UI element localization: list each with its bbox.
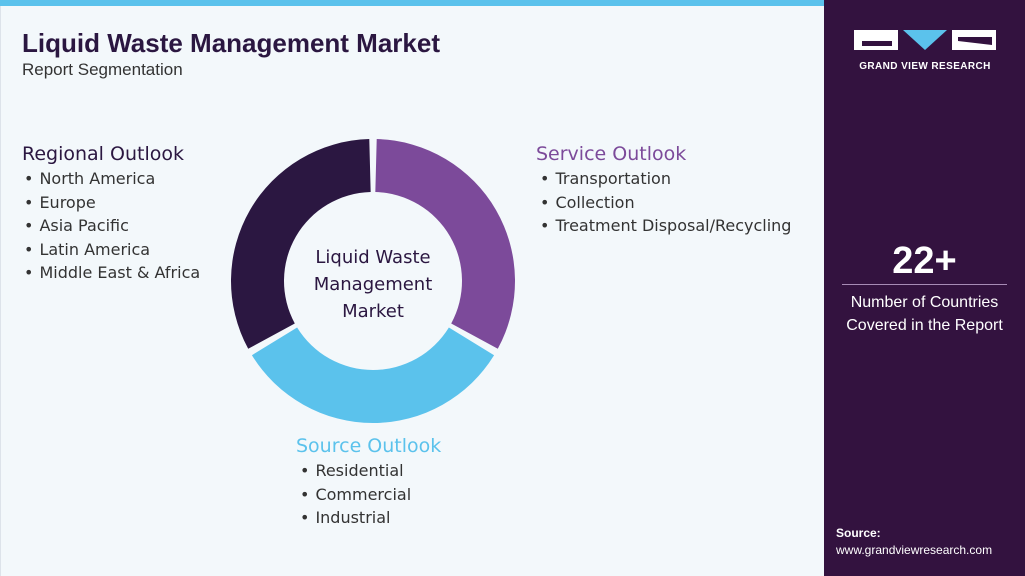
stat-label-line: Covered in the Report xyxy=(846,317,1003,334)
source-outlook-list: Residential Commercial Industrial xyxy=(300,459,411,530)
stat-label-line: Number of Countries xyxy=(850,294,999,311)
center-label-line: Management xyxy=(313,274,433,295)
stat-label: Number of Countries Covered in the Repor… xyxy=(824,291,1025,337)
donut-center-label: Liquid Waste Management Market xyxy=(283,244,463,325)
stat-value: 22+ xyxy=(892,240,957,282)
list-item: Asia Pacific xyxy=(24,214,200,238)
list-item: Collection xyxy=(540,191,791,215)
service-outlook-list: Transportation Collection Treatment Disp… xyxy=(540,167,791,238)
page-title: Liquid Waste Management Market xyxy=(22,28,440,58)
source-label: Source: xyxy=(836,526,881,540)
regional-outlook-list: North America Europe Asia Pacific Latin … xyxy=(24,167,200,285)
regional-outlook-title: Regional Outlook xyxy=(22,143,184,165)
list-item: Latin America xyxy=(24,238,200,262)
grand-view-research-logo xyxy=(854,28,996,52)
sidebar: GRAND VIEW RESEARCH 22+ Number of Countr… xyxy=(824,0,1025,576)
list-item: Commercial xyxy=(300,483,411,507)
page-subtitle: Report Segmentation xyxy=(22,60,183,79)
list-item: North America xyxy=(24,167,200,191)
logo-mark-icon xyxy=(854,30,996,50)
donut-segment-source xyxy=(251,327,495,423)
list-item: Residential xyxy=(300,459,411,483)
service-outlook-title: Service Outlook xyxy=(536,143,687,165)
stat-divider xyxy=(842,284,1007,285)
source-outlook-title: Source Outlook xyxy=(296,435,442,457)
donut-segment-regional xyxy=(231,139,371,349)
top-accent-bar xyxy=(0,0,824,6)
donut-segment-service xyxy=(375,139,515,349)
list-item: Transportation xyxy=(540,167,791,191)
center-label-line: Liquid Waste xyxy=(315,247,431,268)
segmentation-donut xyxy=(231,139,515,423)
list-item: Industrial xyxy=(300,506,411,530)
logo-wordmark: GRAND VIEW RESEARCH xyxy=(859,61,991,72)
source-url: www.grandviewresearch.com xyxy=(836,543,993,557)
list-item: Middle East & Africa xyxy=(24,261,200,285)
center-label-line: Market xyxy=(342,301,404,322)
list-item: Treatment Disposal/Recycling xyxy=(540,214,791,238)
main-panel xyxy=(0,6,824,576)
list-item: Europe xyxy=(24,191,200,215)
